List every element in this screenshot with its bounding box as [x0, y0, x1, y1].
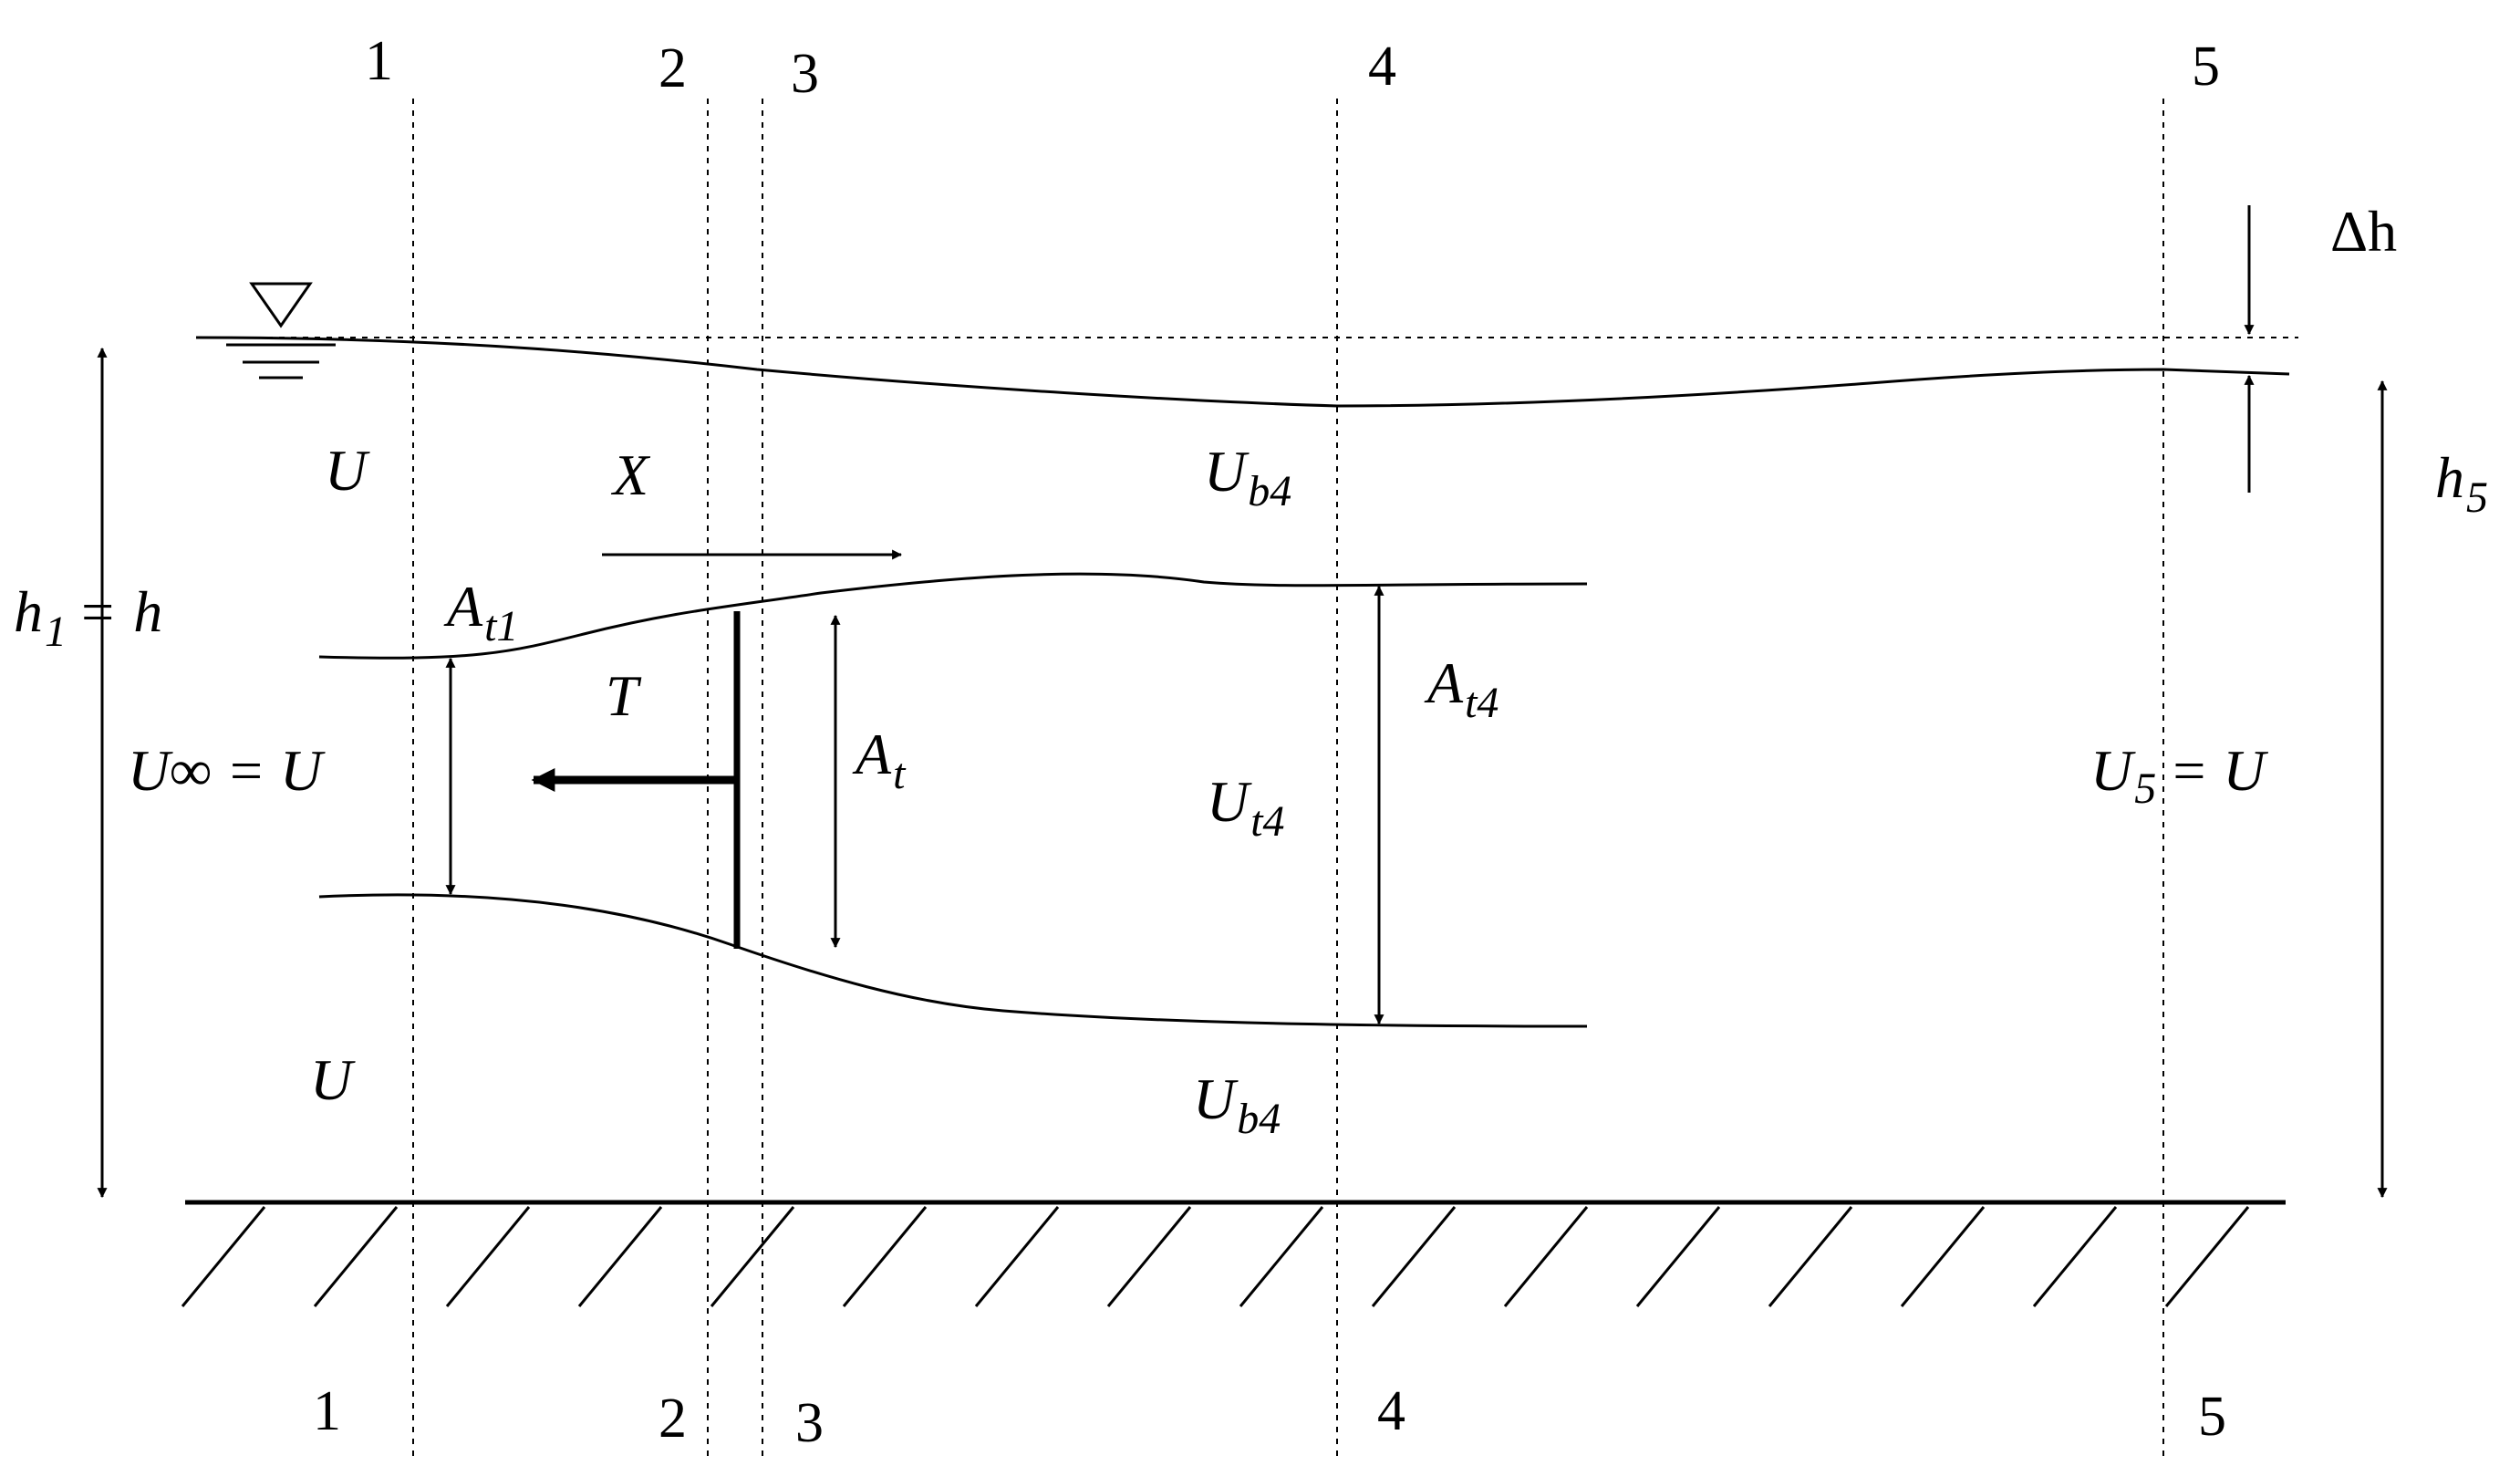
- water-level-symbol: [226, 282, 336, 379]
- label-Ub4-upper: Ub4: [1204, 439, 1291, 515]
- label-At4: At4: [1424, 650, 1499, 727]
- stream-tube-lower: [318, 893, 1588, 1028]
- label-Ut4: Ut4: [1207, 769, 1285, 846]
- label-Ub4-lower: Ub4: [1193, 1066, 1281, 1143]
- label-U5: U5= U: [2090, 738, 2268, 813]
- label-At1: At1: [443, 574, 518, 650]
- section-label-5-top: 5: [2192, 36, 2220, 98]
- label-U-lower: U: [310, 1047, 356, 1112]
- section-label-1-top: 1: [365, 30, 393, 92]
- section-label-2-top: 2: [659, 37, 687, 99]
- section-label-4-bottom: 4: [1377, 1380, 1405, 1442]
- label-delta-h: Δh: [2330, 199, 2397, 264]
- label-U-upper: U: [325, 438, 370, 503]
- label-h1-equals-h: h1=h: [14, 579, 162, 656]
- label-U-inf: U∞ = U: [128, 738, 326, 803]
- bed-hatching: [181, 1206, 2250, 1307]
- section-label-4-top: 4: [1368, 36, 1396, 98]
- section-label-3-bottom: 3: [795, 1392, 824, 1454]
- free-surface-curve: [195, 336, 2290, 408]
- label-At: At: [852, 722, 907, 798]
- section-label-1-bottom: 1: [313, 1380, 341, 1442]
- stream-tube-upper: [318, 572, 1588, 660]
- label-T: T: [606, 663, 642, 728]
- section-label-3-top: 3: [791, 43, 819, 105]
- section-label-2-bottom: 2: [659, 1388, 687, 1450]
- label-X: X: [610, 442, 651, 507]
- section-label-5-bottom: 5: [2198, 1386, 2226, 1448]
- label-h5: h5: [2435, 445, 2488, 522]
